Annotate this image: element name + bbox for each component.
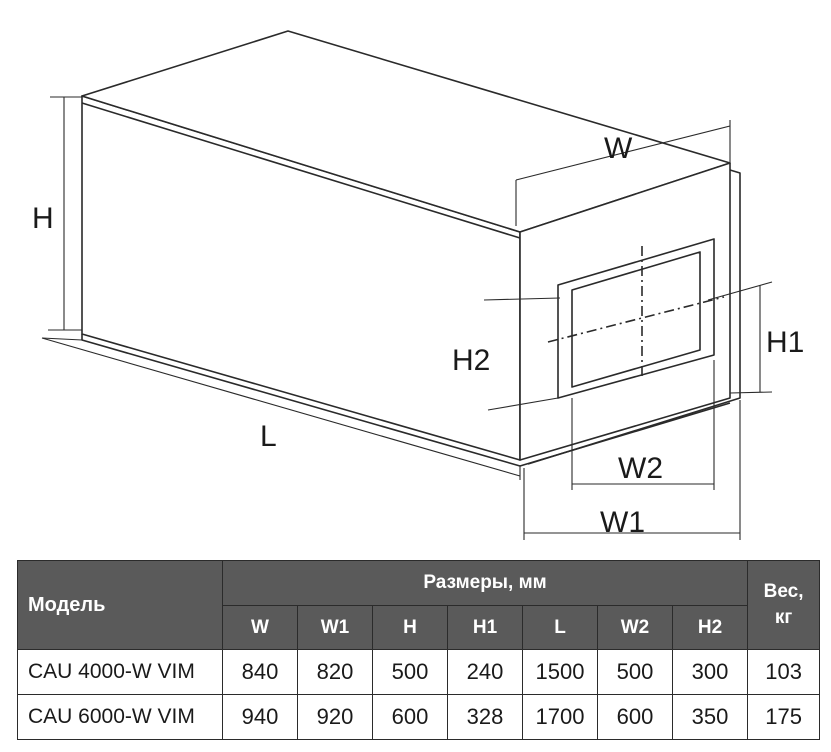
box-bottom-edge	[81, 334, 731, 467]
value-cell-h: 500	[372, 649, 448, 695]
dim-label-w: W	[604, 132, 633, 165]
dim-label-h1: H1	[766, 326, 804, 359]
value-cell-l: 1700	[522, 694, 598, 740]
table-row: CAU 4000-W VIM 840 820 500 240 1500 500 …	[17, 649, 821, 695]
weight-header-line2: кг	[774, 607, 793, 628]
dim-label-w1: W1	[600, 506, 645, 539]
column-header-w2: W2	[597, 605, 673, 650]
value-cell-h1: 240	[447, 649, 523, 695]
model-column-header: Модель	[17, 560, 223, 650]
value-cell-w1: 920	[297, 694, 373, 740]
dim-label-h2: H2	[452, 344, 490, 377]
value-cell-w: 840	[222, 649, 298, 695]
column-header-h2: H2	[671, 605, 749, 650]
column-header-w1: W1	[297, 605, 373, 650]
model-cell: CAU 4000-W VIM	[17, 649, 223, 695]
sizes-group-header: Размеры, мм	[221, 560, 749, 606]
weight-cell: 103	[747, 649, 821, 695]
column-header-w: W	[222, 605, 298, 650]
dimensions-table: Модель Размеры, мм Вес, кг W W1 H H1 L W…	[17, 560, 821, 740]
value-cell-h1: 328	[447, 694, 523, 740]
unit-dimension-drawing: H L W W1 W2 H2 H1	[32, 30, 804, 540]
model-cell: CAU 6000-W VIM	[17, 694, 223, 740]
outlet-outer	[557, 238, 715, 399]
dim-label-h: H	[32, 202, 54, 235]
outlet-inner	[571, 251, 701, 388]
value-cell-w2: 600	[597, 694, 673, 740]
value-cell-h: 600	[372, 694, 448, 740]
value-cell-l: 1500	[522, 649, 598, 695]
weight-cell: 175	[747, 694, 821, 740]
value-cell-h2: 300	[671, 649, 749, 695]
dim-label-l: L	[260, 420, 277, 453]
value-cell-w: 940	[222, 694, 298, 740]
value-cell-w2: 500	[597, 649, 673, 695]
value-cell-h2: 350	[671, 694, 749, 740]
column-header-h1: H1	[447, 605, 523, 650]
weight-column-header: Вес, кг	[747, 560, 821, 650]
table-row: CAU 6000-W VIM 940 920 600 328 1700 600 …	[17, 694, 821, 740]
column-header-l: L	[522, 605, 598, 650]
dim-label-w2: W2	[618, 452, 663, 485]
weight-header-line1: Вес,	[763, 581, 804, 602]
column-header-h: H	[372, 605, 448, 650]
value-cell-w1: 820	[297, 649, 373, 695]
